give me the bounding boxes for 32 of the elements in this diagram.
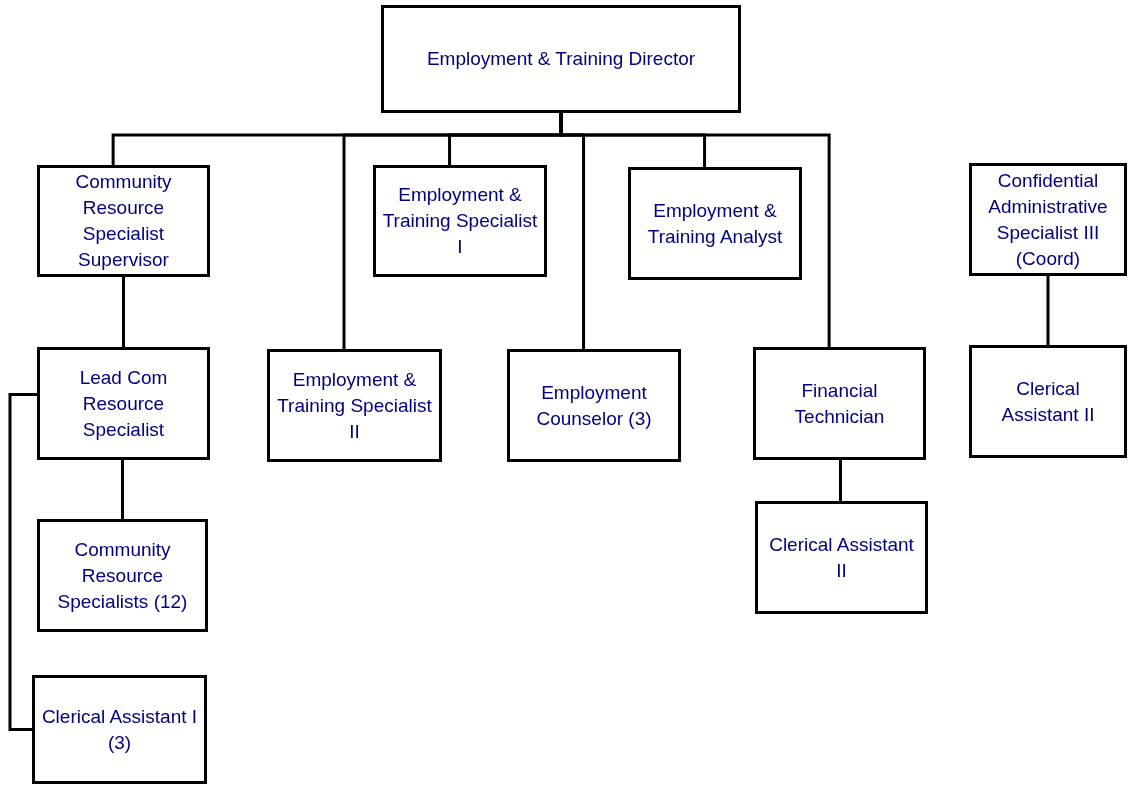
position-title: Community Resource Specialists (12) <box>56 537 189 614</box>
position-title: Financial Technician <box>793 378 886 429</box>
position-title: Employment & Training Specialist I <box>381 183 539 259</box>
position-box <box>969 163 1127 276</box>
position-title: Employment Counselor (3) <box>535 380 653 431</box>
position-title: Clerical Assistant II <box>768 532 915 583</box>
connector-line <box>839 460 842 501</box>
position-box <box>267 349 442 462</box>
position-title: Clerical Assistant I (3) <box>40 704 199 755</box>
position-box <box>628 167 802 280</box>
connector-line <box>122 277 125 347</box>
position-box <box>755 501 928 614</box>
position-box <box>381 5 741 113</box>
position-box <box>373 165 547 277</box>
position-title: Employment & Training Director <box>426 47 696 71</box>
position-box <box>753 347 926 460</box>
connector-line <box>121 460 124 519</box>
connector-line <box>1046 276 1050 345</box>
connector-line <box>559 113 831 347</box>
position-title: Employment & Training Analyst <box>646 198 784 249</box>
position-box <box>969 345 1127 458</box>
position-title: Lead Com Resource Specialist <box>78 365 169 442</box>
position-box <box>37 165 210 277</box>
position-title: Clerical Assistant II <box>1000 376 1096 427</box>
position-title: Employment & Training Specialist II <box>276 367 433 444</box>
position-box <box>507 349 681 462</box>
position-title: Community Resource Specialist Supervisor <box>74 170 173 272</box>
position-box <box>37 519 208 632</box>
connector-line <box>8 392 37 731</box>
position-box <box>32 675 207 784</box>
position-box <box>37 347 210 460</box>
position-title: Confidential Administrative Specialist III (Coord) <box>987 168 1109 271</box>
